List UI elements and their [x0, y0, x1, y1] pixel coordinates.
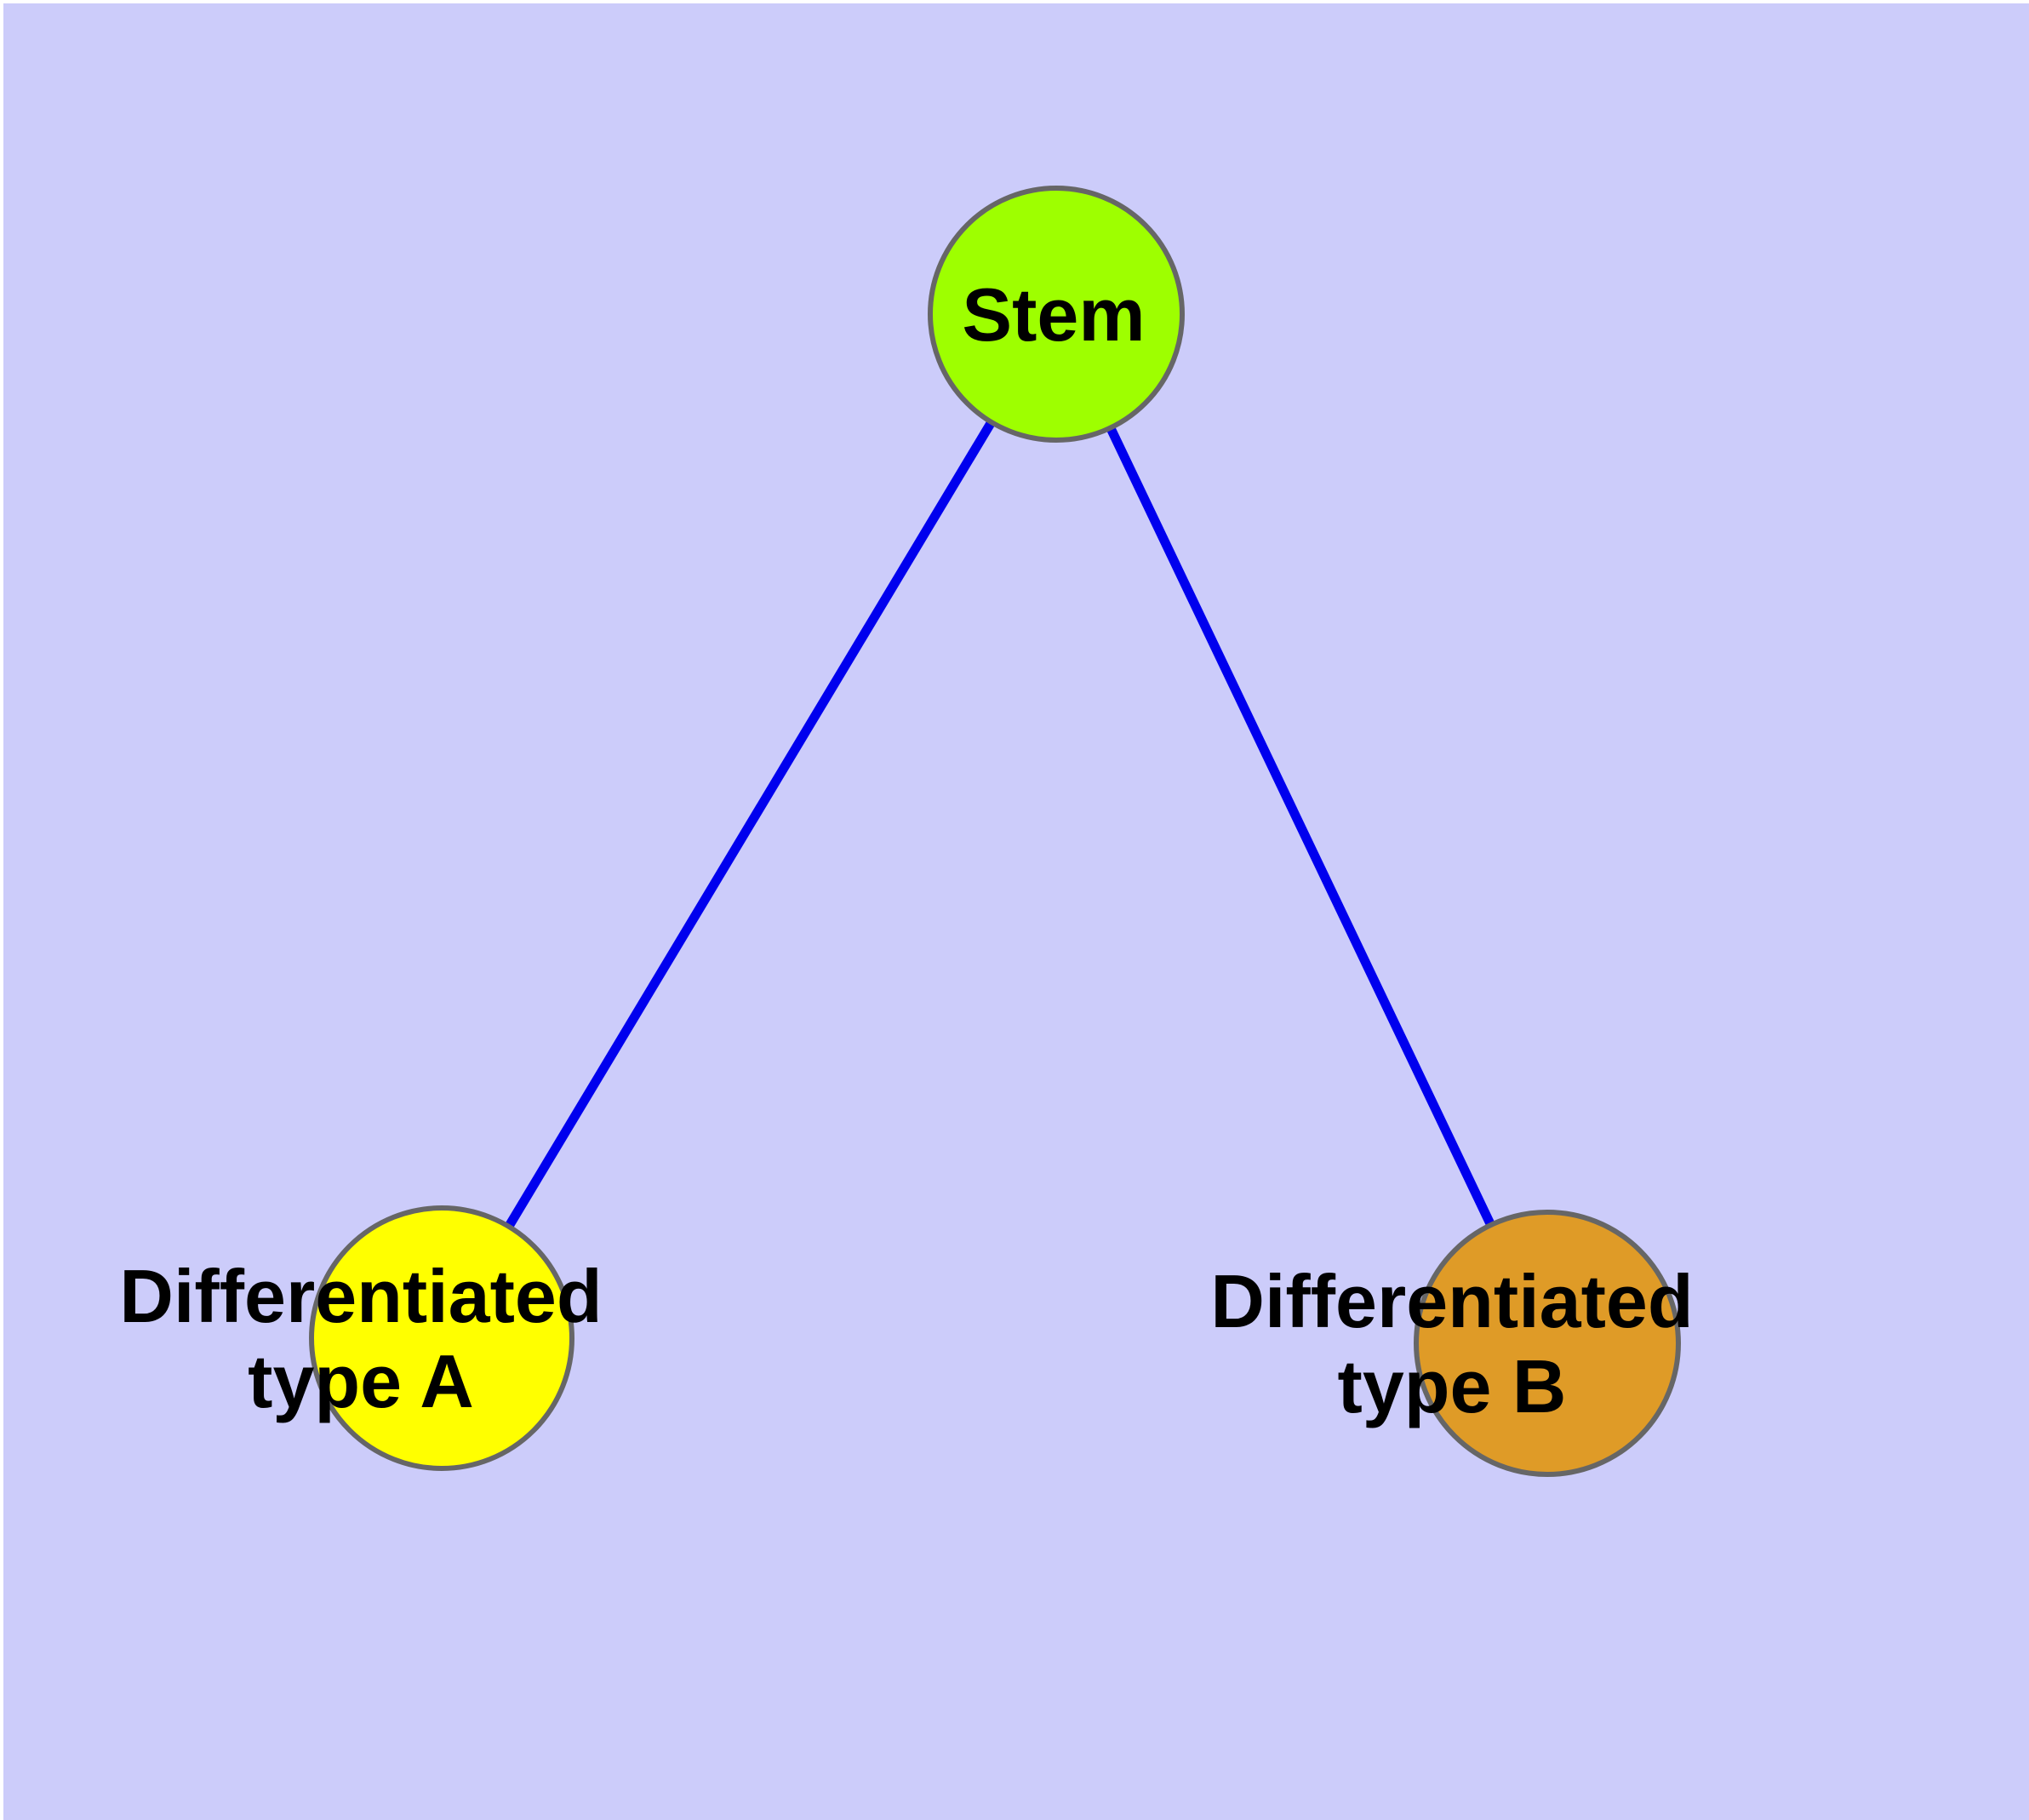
node-diff-b[interactable]: [1414, 1210, 1681, 1477]
node-label-line: type B: [1338, 1344, 1567, 1428]
node-stem[interactable]: [928, 186, 1185, 443]
edge-stem-to-diff-a[interactable]: [437, 312, 1060, 1341]
node-label-stem: Stem: [962, 272, 1145, 357]
node-label-line: Differentiated: [1210, 1258, 1693, 1342]
node-label-line: type A: [248, 1339, 474, 1423]
node-diff-a[interactable]: [309, 1205, 574, 1471]
nodes-layer: [309, 186, 1681, 1477]
node-label-line: Stem: [962, 272, 1145, 357]
node-label-line: Differentiated: [119, 1253, 602, 1337]
edge-stem-to-diff-b[interactable]: [1052, 312, 1552, 1346]
edges-layer: [437, 312, 1552, 1346]
